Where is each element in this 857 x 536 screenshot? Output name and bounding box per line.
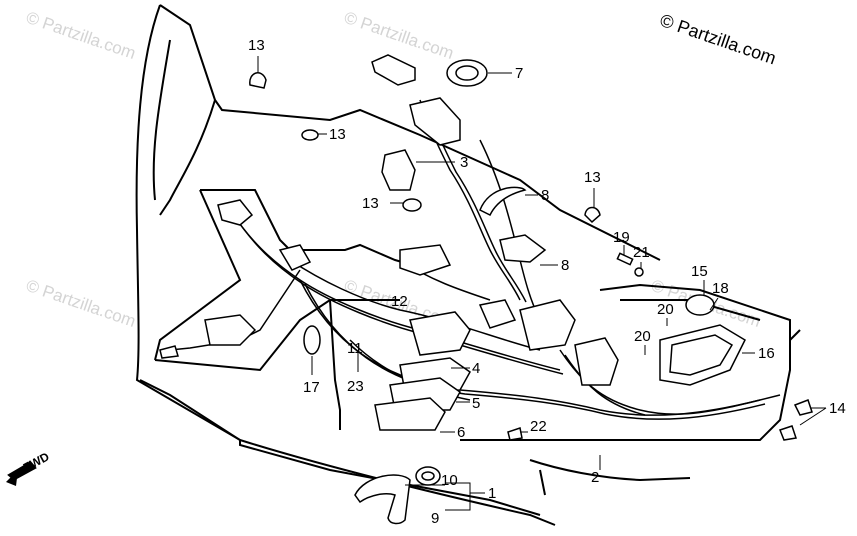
- clip-22: [508, 428, 522, 440]
- grommet-13b: [302, 130, 318, 140]
- grommet-13d: [585, 208, 600, 223]
- grommet-17: [304, 326, 320, 354]
- ring-10-inner: [422, 472, 434, 480]
- connector-small: [480, 300, 515, 328]
- clip-14b: [780, 426, 796, 440]
- watermark: © Partzilla.com: [24, 8, 139, 63]
- callout-4: 4: [472, 360, 480, 377]
- relay-left: [205, 315, 255, 345]
- fwd-arrow: FWD: [6, 449, 52, 486]
- clamp-8a: [480, 187, 525, 215]
- fwd-label: FWD: [21, 449, 52, 474]
- callout-3: 3: [460, 154, 468, 171]
- grommet-13c: [403, 199, 421, 211]
- callout-13: 13: [584, 169, 601, 186]
- callout-8: 8: [561, 257, 569, 274]
- connector-left-top: [218, 200, 252, 225]
- clip-14a: [795, 400, 812, 415]
- callout-7: 7: [515, 65, 523, 82]
- callout-20: 20: [657, 301, 674, 318]
- callout-6: 6: [457, 424, 465, 441]
- callout-10: 10: [441, 472, 458, 489]
- callout-18: 18: [712, 280, 729, 297]
- callout-labels: 13 7 13 3 13 8 13 8 19 21 15 18 12 20 20…: [248, 37, 846, 527]
- connector-block: [520, 300, 575, 350]
- callout-14: 14: [829, 400, 846, 417]
- callout-22: 22: [530, 418, 547, 435]
- callout-9: 9: [431, 510, 439, 527]
- switch-6: [375, 398, 445, 430]
- connector-left-mid: [280, 245, 310, 270]
- callout-12: 12: [391, 293, 408, 310]
- band-7-inner: [456, 66, 478, 80]
- callout-2: 2: [591, 469, 599, 486]
- connector-left: [400, 245, 450, 275]
- callout-5: 5: [472, 395, 480, 412]
- callout-13: 13: [329, 126, 346, 143]
- callout-23: 23: [347, 378, 364, 395]
- leader-lines: [258, 56, 826, 510]
- callout-1: 1: [488, 485, 496, 502]
- connector-block-2: [575, 338, 618, 385]
- callout-8: 8: [541, 187, 549, 204]
- callout-15: 15: [691, 263, 708, 280]
- grommet-13: [250, 73, 266, 88]
- bracket-9: [355, 475, 410, 524]
- callout-17: 17: [303, 379, 320, 396]
- clamp-8b: [500, 235, 545, 262]
- callout-11: 11: [347, 340, 363, 357]
- components: [160, 55, 812, 524]
- plug-left: [160, 346, 178, 358]
- top-connector: [372, 55, 415, 85]
- lamp-lens-16-inner: [670, 335, 732, 375]
- grommet-15: [686, 295, 714, 315]
- callout-20: 20: [634, 328, 651, 345]
- callout-19: 19: [613, 229, 630, 246]
- bolt-19: [617, 253, 632, 264]
- watermark: © Partzilla.com: [24, 276, 139, 331]
- nut-21: [635, 268, 643, 276]
- callout-13: 13: [248, 37, 265, 54]
- watermark: © Partzilla.com: [342, 8, 457, 63]
- connector-3: [382, 150, 415, 190]
- callout-16: 16: [758, 345, 775, 362]
- connector-12: [410, 312, 470, 355]
- callout-13: 13: [362, 195, 379, 212]
- callout-21: 21: [633, 244, 650, 261]
- relay-box: [410, 98, 460, 145]
